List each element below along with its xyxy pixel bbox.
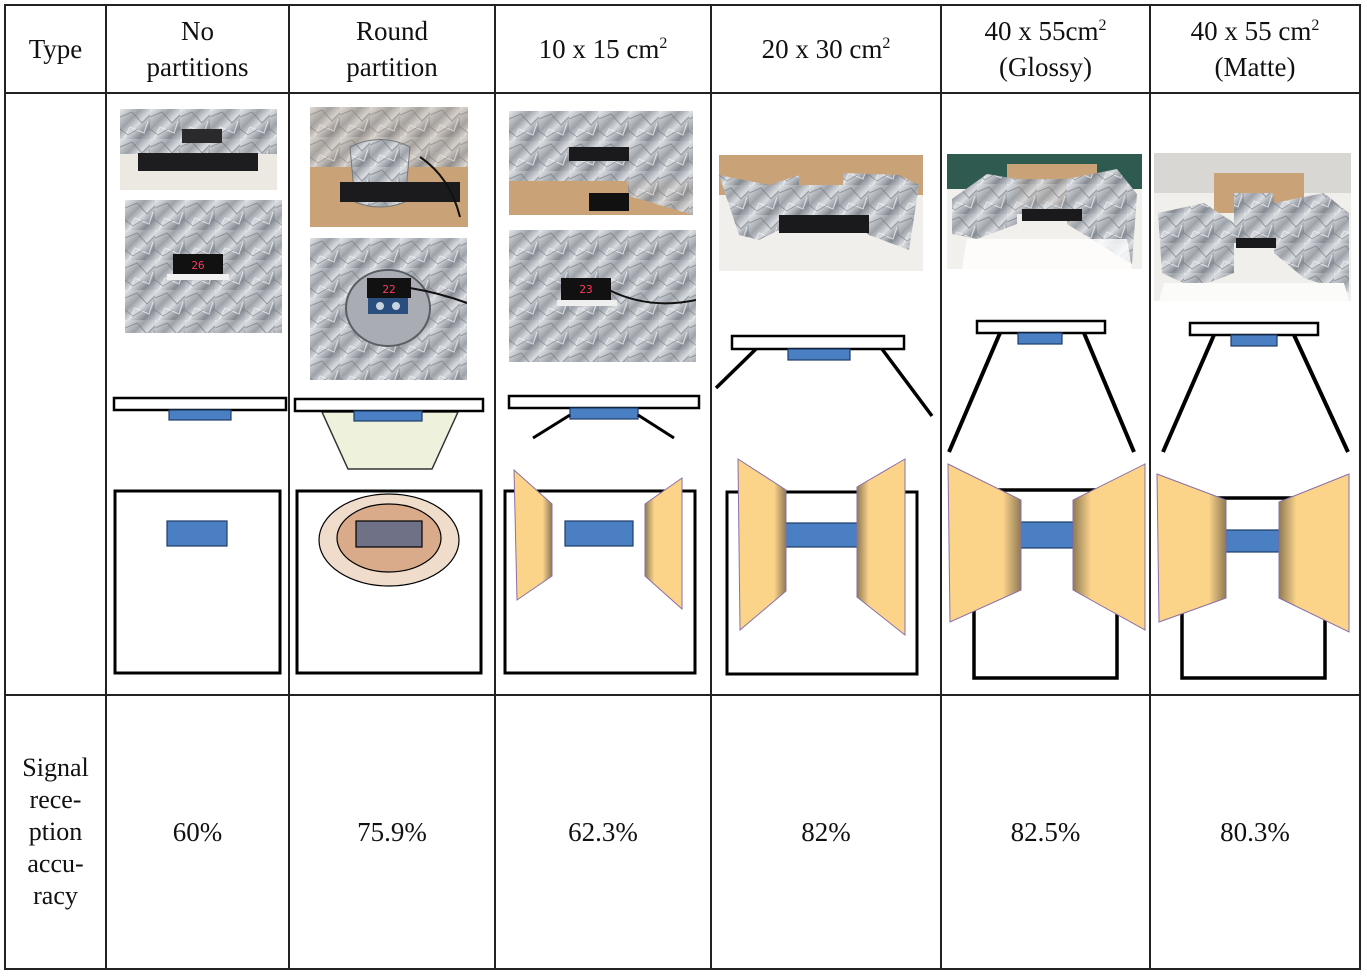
header-20x30: 20 x 30 cm2 xyxy=(712,6,940,92)
row-label-line: Signal xyxy=(22,753,89,782)
header-line1: 10 x 15 cm xyxy=(538,34,660,64)
diagram-top-40x55-matte xyxy=(1154,470,1354,682)
accuracy-40x55-glossy: 82.5% xyxy=(942,696,1149,968)
header-line1-wrap: 40 x 55 cm2 xyxy=(1191,13,1320,49)
header-divider xyxy=(6,92,1361,94)
diagram-side-40x55-glossy xyxy=(944,316,1140,456)
svg-text:22: 22 xyxy=(382,283,395,296)
header-line1: Round xyxy=(355,16,428,46)
column-divider xyxy=(105,4,107,970)
photo-no-partitions-bottom: 26 xyxy=(125,200,282,333)
header-superscript: 2 xyxy=(1098,17,1107,34)
diagram-top-10x15 xyxy=(502,464,702,678)
header-type-label: Type xyxy=(28,34,83,64)
photo-round-partition-top xyxy=(310,107,468,227)
table-border-left xyxy=(4,4,6,970)
svg-text:23: 23 xyxy=(579,283,592,296)
diagram-side-40x55-matte xyxy=(1158,318,1354,456)
table-border-top xyxy=(6,4,1361,6)
diagram-side-no-partitions xyxy=(112,395,288,425)
diagram-side-20x30 xyxy=(712,332,938,422)
header-line1-wrap: 20 x 30 cm2 xyxy=(762,31,891,67)
photo-round-partition-bottom: 22 xyxy=(310,238,467,380)
photo-no-partitions-top xyxy=(120,109,277,190)
row-label-line: ption xyxy=(28,817,83,846)
table-border-right xyxy=(1359,4,1361,970)
photo-40x55-glossy xyxy=(947,154,1142,269)
header-line1-wrap: 40 x 55cm2 xyxy=(985,13,1107,49)
header-40x55-matte: 40 x 55 cm2 (Matte) xyxy=(1151,6,1359,92)
header-no-partitions: No partitions xyxy=(107,6,288,92)
photo-10x15-top xyxy=(509,111,693,215)
column-divider xyxy=(710,4,712,970)
accuracy-divider xyxy=(6,694,1361,696)
accuracy-no-partitions: 60% xyxy=(107,696,288,968)
header-line2: (Glossy) xyxy=(999,52,1092,82)
table-border-bottom xyxy=(6,968,1361,970)
header-superscript: 2 xyxy=(882,35,891,52)
header-line1: 20 x 30 cm xyxy=(761,34,883,64)
svg-text:26: 26 xyxy=(191,259,204,272)
header-line2: partitions xyxy=(146,52,249,82)
accuracy-round-partition: 75.9% xyxy=(290,696,494,968)
header-line1: 40 x 55 cm xyxy=(1190,16,1312,46)
row-label-line: rece- xyxy=(29,785,82,814)
row-label-line: accu- xyxy=(27,849,84,878)
diagram-top-no-partitions xyxy=(112,488,284,678)
header-line1: 40 x 55cm xyxy=(984,16,1099,46)
diagram-side-round-partition xyxy=(292,396,488,472)
diagram-top-round-partition xyxy=(294,488,486,678)
column-divider xyxy=(1149,4,1151,970)
accuracy-value: 80.3% xyxy=(1220,817,1290,847)
row-label-line: racy xyxy=(33,881,78,910)
photo-40x55-matte xyxy=(1154,153,1351,301)
header-type: Type xyxy=(6,6,105,92)
diagram-side-10x15 xyxy=(506,393,702,445)
header-round-partition: Round partition xyxy=(290,6,494,92)
accuracy-value: 60% xyxy=(172,817,223,847)
accuracy-40x55-matte: 80.3% xyxy=(1151,696,1359,968)
diagram-top-40x55-glossy xyxy=(945,460,1149,682)
header-10x15: 10 x 15 cm2 xyxy=(496,6,710,92)
accuracy-value: 82.5% xyxy=(1010,817,1081,847)
photo-20x30 xyxy=(719,155,923,271)
header-40x55-glossy: 40 x 55cm2 (Glossy) xyxy=(942,6,1149,92)
column-divider xyxy=(288,4,290,970)
accuracy-value: 75.9% xyxy=(357,817,427,847)
photo-10x15-bottom: 23 xyxy=(509,230,696,362)
accuracy-value: 82% xyxy=(801,817,851,847)
header-superscript: 2 xyxy=(659,35,668,52)
header-line2: partition xyxy=(346,52,438,82)
header-line2: (Matte) xyxy=(1214,52,1296,82)
header-line1-wrap: 10 x 15 cm2 xyxy=(539,31,668,67)
diagram-top-20x30 xyxy=(722,455,922,680)
accuracy-20x30: 82% xyxy=(712,696,940,968)
header-line1: No xyxy=(181,16,214,46)
column-divider xyxy=(940,4,942,970)
accuracy-10x15: 62.3% xyxy=(496,696,710,968)
column-divider xyxy=(494,4,496,970)
header-superscript: 2 xyxy=(1311,17,1320,34)
row-label-signal-accuracy: Signal rece- ption accu- racy xyxy=(6,696,105,968)
accuracy-value: 62.3% xyxy=(568,817,638,847)
